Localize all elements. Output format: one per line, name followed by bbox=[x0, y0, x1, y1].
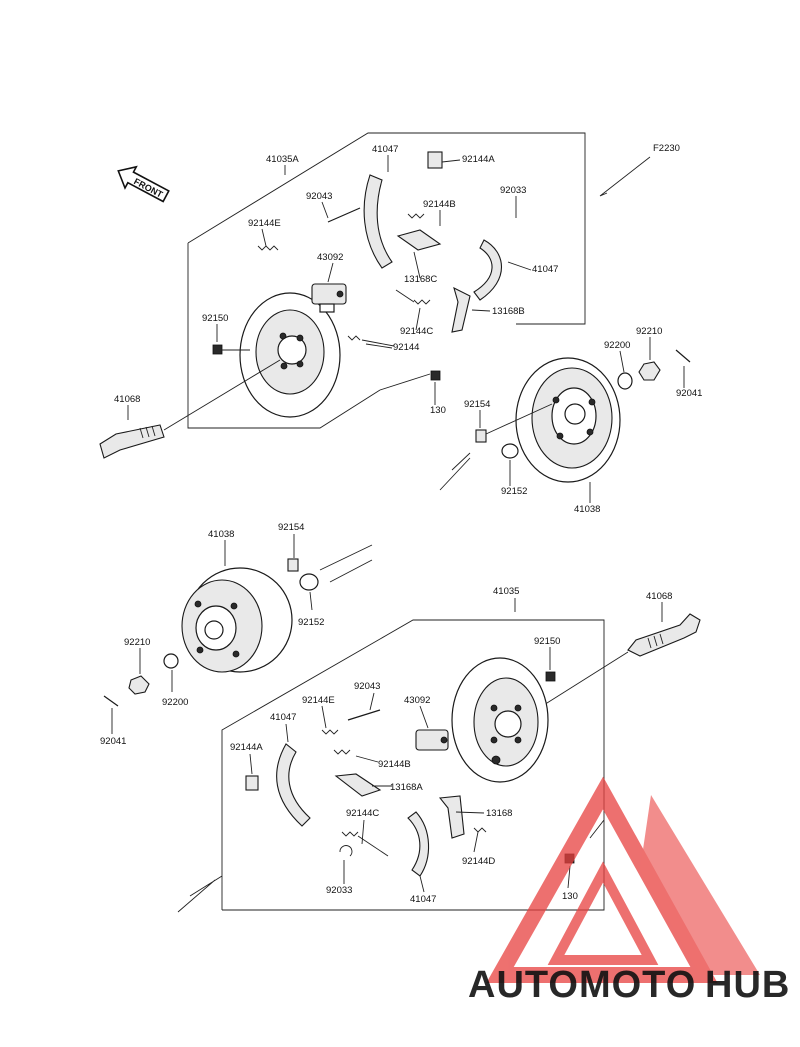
watermark-text-automoto: AUTOMOTO bbox=[468, 964, 696, 1006]
callout-92043-lower: 92043 bbox=[354, 681, 380, 692]
backing-plate-lower bbox=[451, 657, 549, 783]
callout-130-lower: 130 bbox=[562, 891, 578, 902]
callout-92144E-upper: 92144E bbox=[248, 218, 281, 229]
callout-92043-upper: 92043 bbox=[306, 191, 332, 202]
diagram-code: F2230 bbox=[653, 143, 680, 154]
callout-92150-upper: 92150 bbox=[202, 313, 228, 324]
callout-92144-upper: 92144 bbox=[393, 342, 419, 353]
callout-92154-upper: 92154 bbox=[464, 399, 490, 410]
callout-43092-upper: 43092 bbox=[317, 252, 343, 263]
brake-shoe-upper-right bbox=[473, 239, 503, 301]
callout-41068-lower: 41068 bbox=[646, 591, 672, 602]
callout-92210-lower: 92210 bbox=[124, 637, 150, 648]
brake-shoe-lower-left bbox=[276, 743, 311, 827]
callout-41068-upper: 41068 bbox=[114, 394, 140, 405]
upper-assembly-box bbox=[187, 132, 586, 429]
callout-92154-lower: 92154 bbox=[278, 522, 304, 533]
brake-shoe-lower-right bbox=[407, 811, 430, 877]
brake-shoe-upper-left bbox=[363, 174, 393, 269]
front-arrow-icon: FRONT bbox=[117, 165, 170, 203]
callout-92144C-lower: 92144C bbox=[346, 808, 379, 819]
callout-41047-upper-a: 41047 bbox=[372, 144, 398, 155]
upper-drum-box bbox=[439, 156, 651, 491]
callout-41038-lower: 41038 bbox=[208, 529, 234, 540]
callout-92152-upper: 92152 bbox=[501, 486, 527, 497]
backing-plate-upper bbox=[239, 292, 341, 418]
callout-92200-upper: 92200 bbox=[604, 340, 630, 351]
callout-41047-lower-a: 41047 bbox=[270, 712, 296, 723]
callout-92150-lower: 92150 bbox=[534, 636, 560, 647]
callout-92144A-lower: 92144A bbox=[230, 742, 263, 753]
callout-13168C-upper: 13168C bbox=[404, 274, 437, 285]
wheel-cylinder-upper bbox=[311, 283, 347, 313]
callout-41035-lower: 41035 bbox=[493, 586, 519, 597]
callout-13168-lower: 13168 bbox=[486, 808, 512, 819]
callout-92210-upper: 92210 bbox=[636, 326, 662, 337]
watermark-text-hub: HUB bbox=[705, 964, 790, 1006]
callout-43092-lower: 43092 bbox=[404, 695, 430, 706]
callout-92200-lower: 92200 bbox=[162, 697, 188, 708]
callout-92152-lower: 92152 bbox=[298, 617, 324, 628]
callout-92144B-upper: 92144B bbox=[423, 199, 456, 210]
brake-drum-upper bbox=[515, 357, 621, 483]
callout-92144C-upper: 92144C bbox=[400, 326, 433, 337]
callout-41047-upper-b: 41047 bbox=[532, 264, 558, 275]
callout-92144B-lower: 92144B bbox=[378, 759, 411, 770]
callout-92033-lower: 92033 bbox=[326, 885, 352, 896]
lower-assembly-box bbox=[177, 619, 605, 913]
brake-drum-lower bbox=[181, 567, 293, 673]
clip-92144A-upper bbox=[427, 151, 443, 169]
callout-13168B-upper: 13168B bbox=[492, 306, 525, 317]
wheel-cylinder-lower bbox=[415, 729, 449, 751]
axle-upper bbox=[99, 359, 281, 459]
watermark-logo bbox=[486, 776, 760, 983]
callout-92144A-upper: 92144A bbox=[462, 154, 495, 165]
callout-41047-lower-b: 41047 bbox=[410, 894, 436, 905]
callout-41038-upper: 41038 bbox=[574, 504, 600, 515]
callout-92144E-lower: 92144E bbox=[302, 695, 335, 706]
callout-92041-upper: 92041 bbox=[676, 388, 702, 399]
callout-130-upper: 130 bbox=[430, 405, 446, 416]
callout-41035A-upper: 41035A bbox=[266, 154, 299, 165]
callout-13168A-lower: 13168A bbox=[390, 782, 423, 793]
callout-92144D-lower: 92144D bbox=[462, 856, 495, 867]
callout-92033-upper: 92033 bbox=[500, 185, 526, 196]
callout-92041-lower: 92041 bbox=[100, 736, 126, 747]
